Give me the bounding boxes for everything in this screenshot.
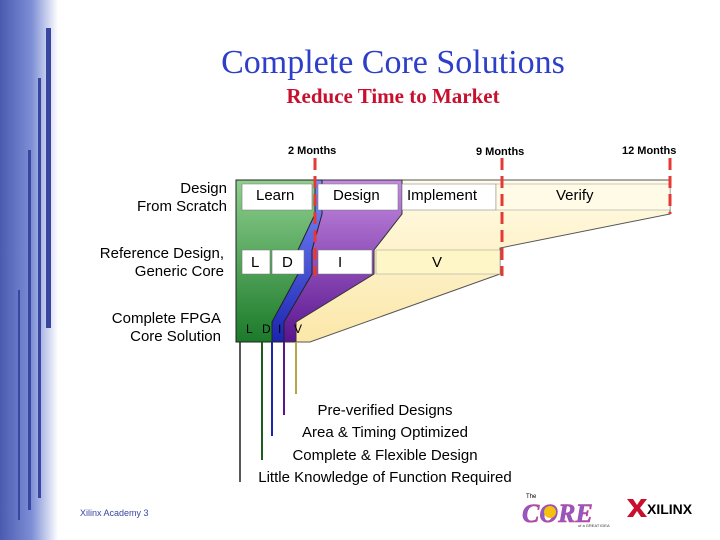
row-box-scratch-design <box>317 183 399 211</box>
sidebar-stripe <box>46 28 51 328</box>
segment-i-label: I <box>338 254 343 271</box>
xilinx-logo: XILINX <box>627 499 693 517</box>
segment-v-label: V <box>432 254 443 271</box>
row-label-line: Generic Core <box>134 263 224 280</box>
row-label-scratch: Design From Scratch <box>90 180 227 216</box>
segment-i-label: I <box>278 322 282 336</box>
segment-implement-label: Implement <box>407 187 478 204</box>
month-label-12: 12 Months <box>622 145 677 157</box>
row-box-reference-v <box>375 249 501 275</box>
core-logo-small: The <box>526 494 537 500</box>
segment-learn-label: Learn <box>256 187 295 204</box>
core-logo-tag: of a GREAT IDEA <box>578 523 610 528</box>
row-label-line: Design <box>180 180 227 197</box>
segment-v-label: V <box>294 322 303 336</box>
segment-d-label: D <box>282 254 293 271</box>
segment-l-label: L <box>251 254 260 271</box>
segment-design-label: Design <box>333 187 380 204</box>
segment-d-label: D <box>262 322 271 336</box>
sidebar-stripe <box>18 290 20 520</box>
row-label-line: Core Solution <box>130 328 221 345</box>
row-box-scratch-learn <box>241 183 313 211</box>
xilinx-mark <box>627 499 647 517</box>
note-little-knowledge: Little Knowledge of Function Required <box>258 469 512 486</box>
segment-verify-label: Verify <box>556 187 594 204</box>
row-label-line: Complete FPGA <box>111 310 221 327</box>
core-logo-main: CORE <box>522 499 593 528</box>
core-logo: The CORE of a GREAT IDEA <box>522 494 610 528</box>
slide-subtitle: Reduce Time to Market <box>286 84 500 108</box>
row-box-scratch-verify <box>495 183 671 211</box>
core-logo-star <box>544 506 556 518</box>
note-complete-flexible: Complete & Flexible Design <box>292 447 478 464</box>
note-area-timing: Area & Timing Optimized <box>302 424 468 441</box>
row-box-reference-i <box>317 249 373 275</box>
sidebar-stripe <box>28 150 31 510</box>
row-box-reference-d <box>271 249 305 275</box>
xilinx-wordmark: XILINX <box>647 501 693 517</box>
row-label-complete: Complete FPGA Core Solution <box>80 310 221 346</box>
sidebar-stripe <box>38 78 41 498</box>
row-label-line: Reference Design, <box>99 245 224 262</box>
month-label-2: 2 Months <box>288 145 337 157</box>
segment-l-label: L <box>246 322 253 336</box>
slide-title: Complete Core Solutions <box>221 44 565 81</box>
month-label-9: 9 Months <box>476 146 525 158</box>
note-pre-verified: Pre-verified Designs <box>317 402 453 419</box>
footer-text: Xilinx Academy 3 <box>80 508 149 518</box>
row-box-reference-l <box>241 249 271 275</box>
row-label-line: From Scratch <box>136 198 227 215</box>
row-label-reference: Reference Design, Generic Core <box>70 245 224 281</box>
